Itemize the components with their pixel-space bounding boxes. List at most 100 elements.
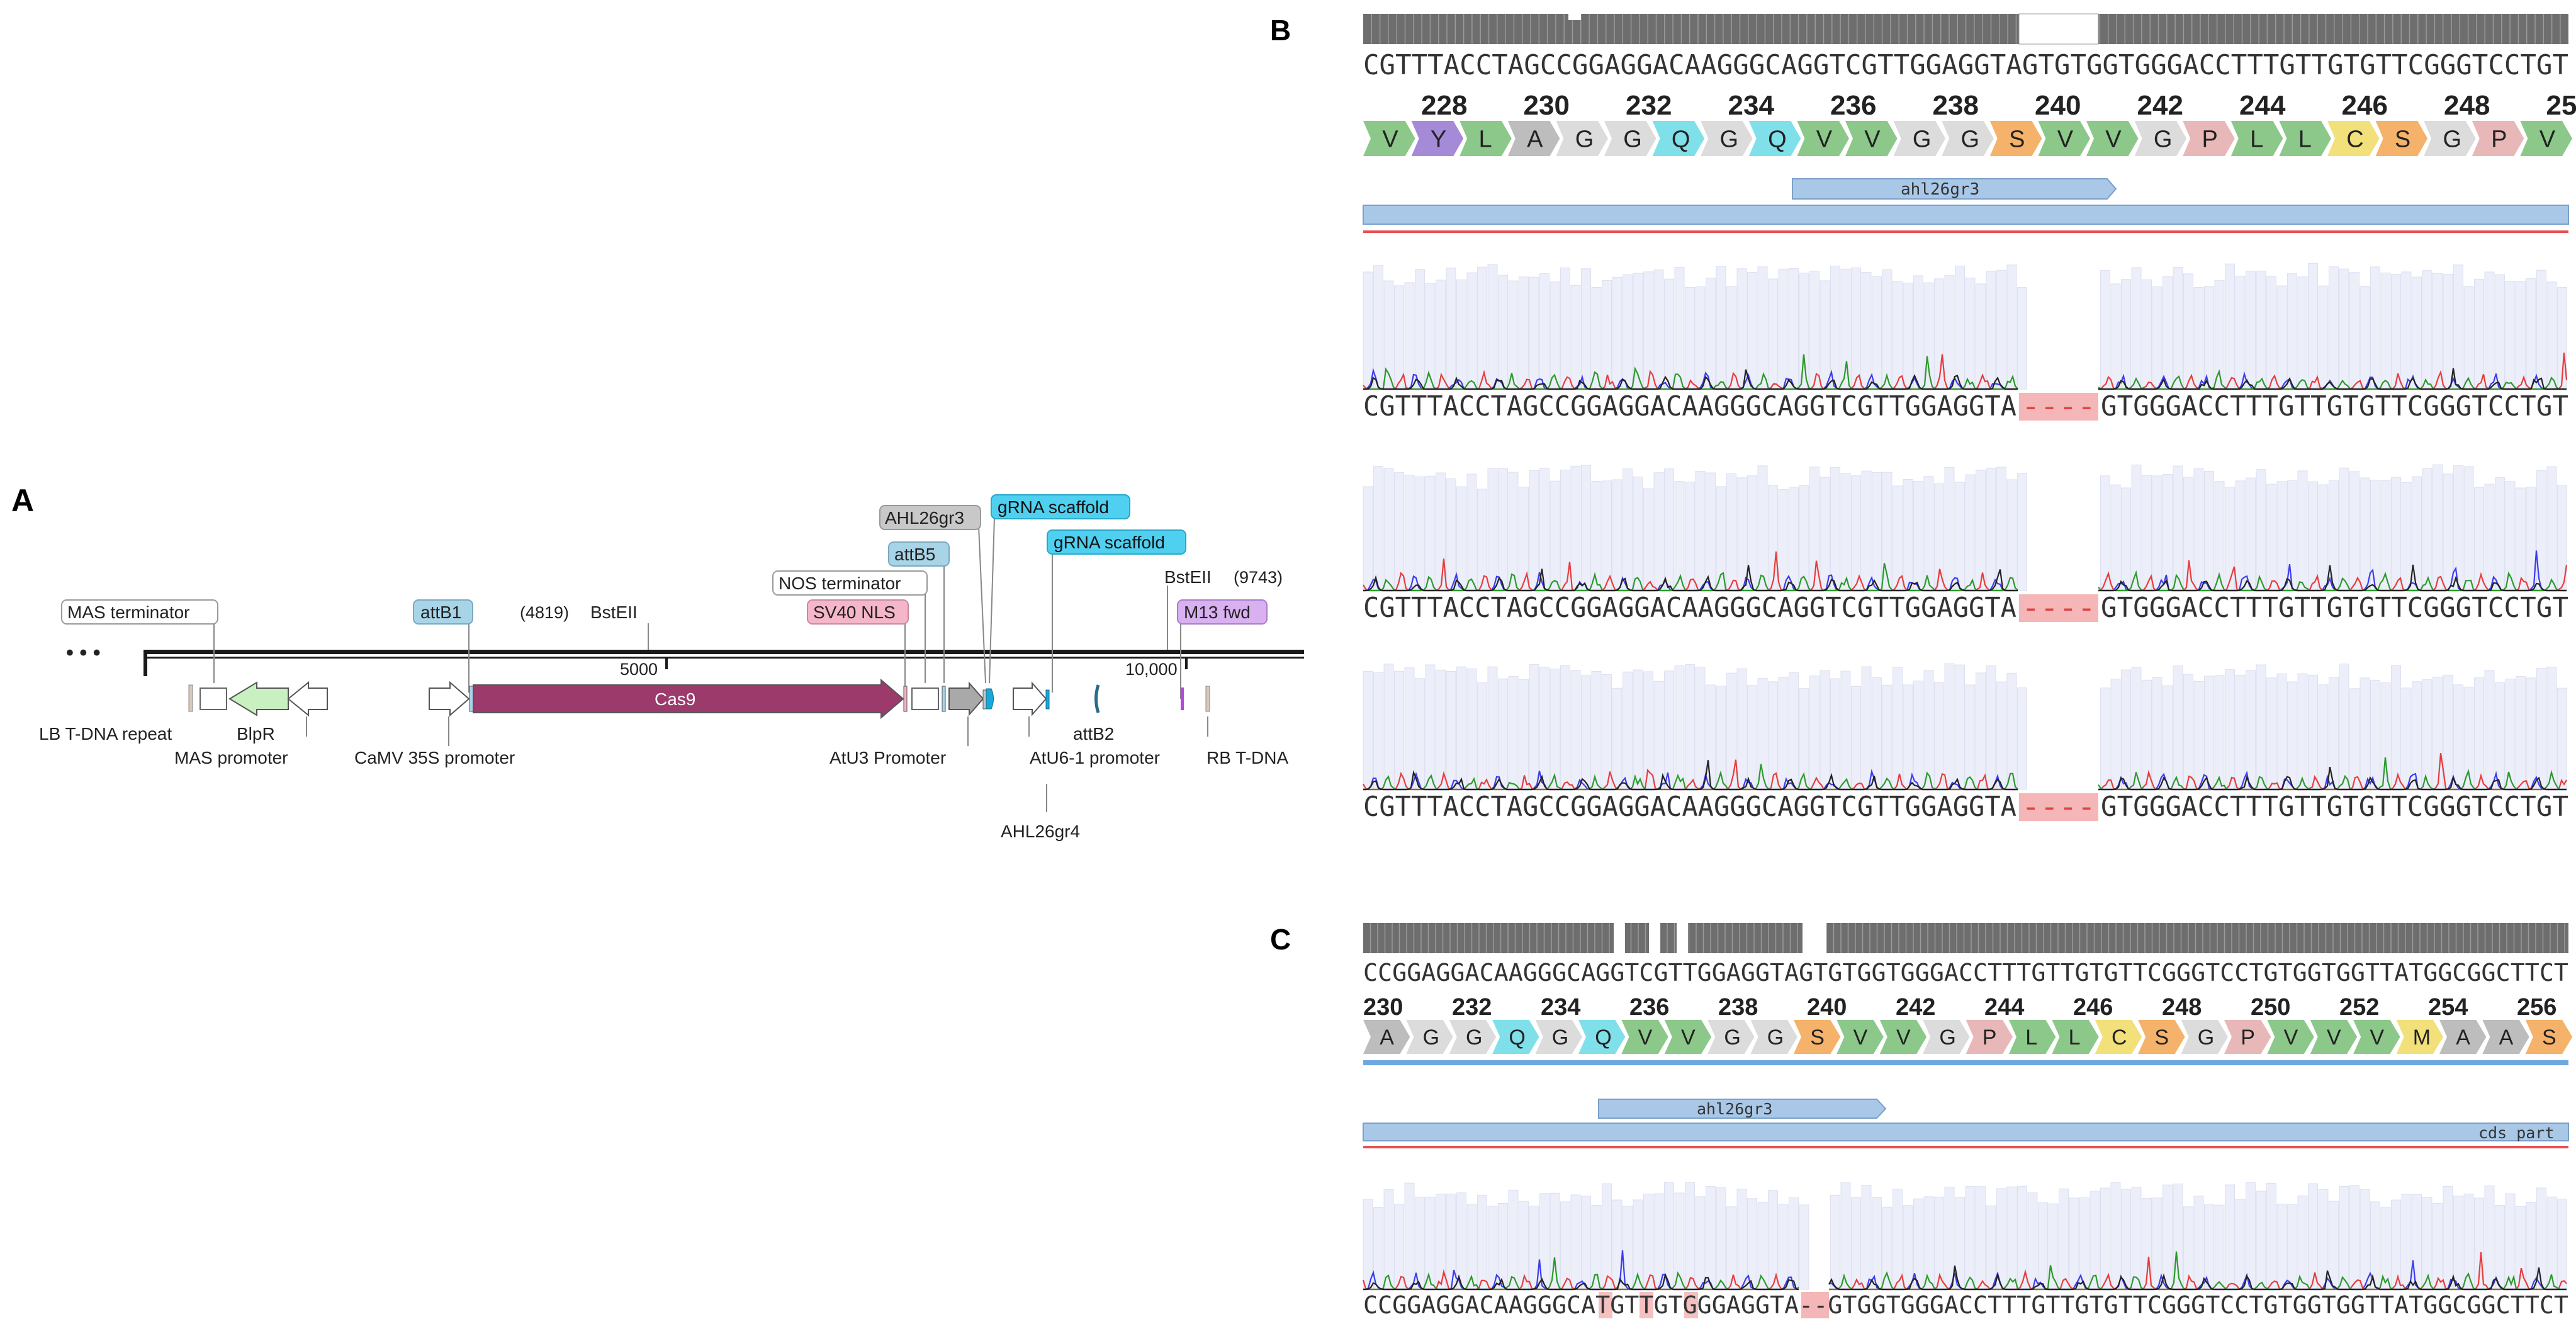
panel-b-cds-bar (1363, 205, 2569, 225)
quality-bar (1394, 670, 1404, 790)
quality-bar (2349, 1185, 2359, 1290)
amino-acid-letter: G (1939, 1026, 1955, 1050)
panel-c-cds-bar: cds part (1363, 1123, 2569, 1142)
quality-bar (1550, 669, 1560, 790)
panel-c-label: C (1270, 923, 1291, 956)
quality-bar (1446, 268, 1456, 390)
quality-bar (1436, 669, 1446, 790)
amino-acid-letter: V (1816, 126, 1833, 152)
amino-acid-chevron (2396, 1020, 2443, 1054)
panel-b-primer: ahl26gr3 (1792, 178, 2117, 200)
amino-acid-letter: L (2250, 126, 2263, 152)
amino-acid-letter: V (1382, 126, 1398, 152)
amino-acid-letter: S (2009, 126, 2025, 152)
quality-bar (1726, 286, 1736, 390)
tick-5000-label: 5000 (620, 660, 658, 679)
quality-bar (2495, 1205, 2505, 1290)
amino-acid-letter: V (2327, 1026, 2341, 1050)
quality-bar (2276, 673, 2287, 790)
amino-acid-chevron (1893, 121, 1946, 156)
svg-text:CGTTTACCTAGCCGGAGGACAAGGGCAGGT: CGTTTACCTAGCCGGAGGACAAGGGCAGGTCGTTGGAGGT… (1363, 791, 2016, 823)
quality-bar (1716, 1187, 1726, 1290)
amino-acid-chevron (2230, 121, 2283, 156)
label-nos-terminator: NOS terminator (772, 570, 928, 596)
quality-bar (1508, 1189, 1519, 1290)
quality-bar (1872, 276, 1882, 390)
label-mas-promoter: MAS promoter (174, 748, 288, 767)
quality-bar (1570, 670, 1581, 790)
label-attb1: attB1 (413, 599, 473, 625)
quality-bar (2453, 465, 2463, 591)
quality-bar (2121, 1189, 2131, 1290)
quality-bar (1861, 470, 1872, 591)
quality-bar (1623, 274, 1633, 390)
tick-5000 (665, 657, 668, 669)
quality-bar (1685, 664, 1695, 790)
quality-bar (2443, 274, 2453, 390)
amino-acid-letter: V (2284, 1026, 2298, 1050)
quality-bar (2287, 273, 2297, 390)
amino-acid-letter: Q (1768, 126, 1787, 152)
feature-blpr-arrow (228, 681, 289, 716)
residue-number: 244 (2239, 90, 2286, 121)
quality-bar (2484, 484, 2495, 591)
quality-bar (1799, 485, 1809, 591)
svg-text:NOS terminator: NOS terminator (779, 574, 901, 593)
quality-bar (2474, 677, 2484, 790)
label-atu6: AtU6-1 promoter (1030, 748, 1160, 767)
amino-acid-chevron (2279, 121, 2331, 156)
quality-bar (2359, 677, 2370, 790)
quality-bar (1498, 468, 1508, 591)
residue-number: 242 (1896, 994, 1935, 1021)
quality-bar (2433, 676, 2443, 790)
quality-bar (1736, 477, 1747, 591)
quality-bar (1404, 475, 1415, 591)
amino-acid-chevron (2134, 121, 2187, 156)
quality-bar (1363, 486, 1373, 591)
quality-bar (2163, 474, 2173, 591)
quality-bar (2266, 276, 2276, 390)
residue-number: 234 (1541, 994, 1580, 1021)
svg-text:gRNA scaffold: gRNA scaffold (1054, 533, 1165, 552)
quality-bar (2412, 276, 2422, 390)
quality-bar (1695, 667, 1706, 790)
amino-acid-letter: G (1720, 126, 1739, 152)
quality-bar (1633, 477, 1643, 591)
quality-bar (1768, 278, 1778, 390)
bottom-leader-lines (306, 716, 1208, 812)
quality-bar (2422, 468, 2433, 591)
amino-acid-chevron (2472, 121, 2524, 156)
quality-bar (1706, 684, 1716, 790)
svg-text:CGTTTACCTAGCCGGAGGACAAGGGCAGGT: CGTTTACCTAGCCGGAGGACAAGGGCAGGTCGTTGGAGGT… (1363, 592, 2016, 624)
panel-c-blue-line (1363, 1060, 2568, 1065)
quality-bar (1726, 672, 1736, 790)
amino-acid-letter: S (2542, 1026, 2556, 1050)
quality-bar (1789, 268, 1799, 390)
quality-bar (2152, 286, 2163, 390)
quality-bar (1363, 671, 1373, 790)
quality-bar (2359, 1189, 2370, 1290)
panel-a-label: A (11, 483, 34, 518)
amino-acid-letter: G (1767, 1026, 1784, 1050)
quality-bar (2204, 1204, 2214, 1290)
quality-bar (1508, 676, 1519, 790)
amino-acid-letter: P (2491, 126, 2507, 152)
quality-bar (1986, 467, 1996, 591)
quality-bar (1519, 679, 1529, 790)
feature-rb-marker (1205, 686, 1210, 712)
quality-bar (2163, 276, 2173, 390)
quality-bar (1903, 684, 1913, 790)
svg-text:CCGGAGGACAAGGGCATGTTGTGGGAGGTA: CCGGAGGACAAGGGCATGTTGTGGGAGGTA--GTGGTGGG… (1363, 1291, 2568, 1319)
quality-bar (2173, 665, 2183, 790)
amino-acid-chevron (1604, 121, 1656, 156)
label-bsteii-2: BstEII (1164, 567, 1212, 587)
quality-bar (1560, 665, 1570, 790)
quality-bar (1736, 668, 1747, 790)
tick-10000-label: 10,000 (1125, 660, 1178, 679)
quality-bar (1446, 478, 1456, 591)
quality-bar (1581, 268, 1591, 390)
amino-acid-chevron (1411, 121, 1464, 156)
quality-bar (1903, 1205, 1913, 1290)
quality-bar (1415, 476, 1425, 591)
quality-bar (1820, 477, 1830, 591)
